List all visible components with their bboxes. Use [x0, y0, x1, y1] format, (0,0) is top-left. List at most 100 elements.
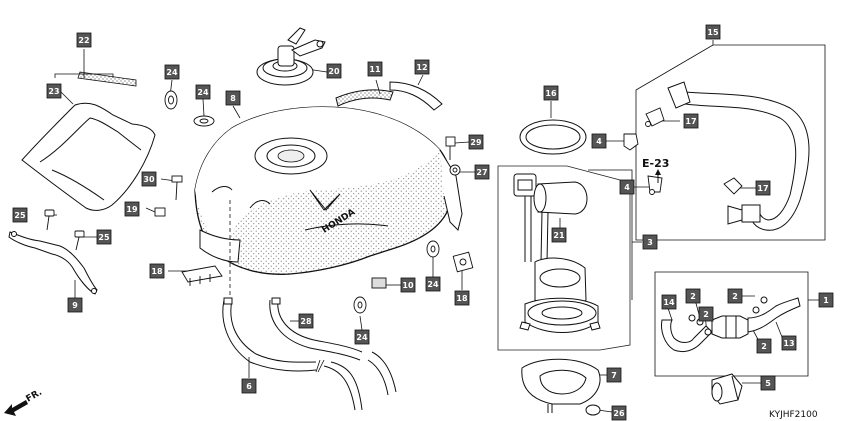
- part-callout-21: 21: [551, 227, 567, 243]
- part-callout-label: 24: [197, 88, 209, 97]
- emblem-strip: [77, 71, 137, 87]
- setting-plate: [521, 358, 601, 416]
- part-callout-label: 17: [757, 184, 768, 193]
- gasket-ring: [519, 119, 587, 155]
- part-callout-18b: 18: [454, 290, 470, 306]
- part-callout-26: 26: [611, 405, 627, 421]
- part-callout-label: 12: [416, 63, 427, 72]
- part-callout-label: 28: [300, 317, 312, 326]
- part-callout-24d: 24: [354, 329, 370, 345]
- part-callout-label: 29: [470, 138, 482, 147]
- fuel-filter-hose-set: [661, 296, 801, 353]
- drain-tubes: [222, 297, 397, 411]
- part-callout-label: 14: [663, 298, 675, 307]
- part-callout-label: 10: [402, 281, 414, 290]
- part-callout-25a: 25: [12, 207, 28, 223]
- part-callout-12: 12: [414, 59, 430, 75]
- part-callout-17b: 17: [755, 180, 771, 196]
- part-callout-label: 4: [624, 183, 630, 192]
- part-callout-label: 2: [690, 292, 696, 301]
- part-callout-label: 26: [613, 409, 625, 418]
- part-callout-24c: 24: [425, 276, 441, 292]
- joint-connector: [711, 373, 743, 405]
- part-callout-label: 9: [72, 301, 78, 310]
- part-callout-6: 6: [241, 378, 257, 394]
- part-callout-2a: 2: [685, 288, 701, 304]
- part-callout-27: 27: [474, 164, 490, 180]
- bolt-25-pair: [44, 209, 85, 251]
- part-callout-label: 25: [14, 211, 26, 220]
- part-callout-label: 1: [823, 296, 829, 305]
- part-callout-25b: 25: [96, 229, 112, 245]
- part-callout-24a: 24: [164, 64, 180, 80]
- part-callout-label: 30: [143, 175, 155, 184]
- part-callout-label: 5: [765, 379, 771, 388]
- part-callout-18a: 18: [149, 263, 165, 279]
- part-callout-9: 9: [67, 297, 83, 313]
- part-callout-label: 25: [98, 233, 110, 242]
- part-callout-label: 17: [685, 117, 696, 126]
- part-callout-10: 10: [400, 277, 416, 293]
- part-callout-23: 23: [46, 83, 62, 99]
- diagram-code: KYJHF2100: [769, 410, 818, 420]
- part-callout-8: 8: [225, 90, 241, 106]
- part-callout-label: 21: [553, 231, 565, 240]
- part-callout-2c: 2: [698, 306, 714, 322]
- part-callout-label: 2: [703, 310, 709, 319]
- part-callout-19: 19: [124, 201, 140, 217]
- part-callout-13: 13: [781, 335, 797, 351]
- part-callout-label: 2: [761, 342, 767, 351]
- hose-clips: [623, 107, 743, 195]
- part-callout-4b: 4: [619, 179, 635, 195]
- fuel-pump-assembly: [513, 173, 601, 333]
- part-callout-20: 20: [326, 63, 342, 79]
- part-callout-14: 14: [661, 294, 677, 310]
- part-callout-30: 30: [141, 171, 157, 187]
- part-callout-2b: 2: [727, 288, 743, 304]
- part-callout-2d: 2: [756, 338, 772, 354]
- part-callout-label: 24: [166, 68, 178, 77]
- part-callout-label: 27: [476, 168, 487, 177]
- part-callout-label: 8: [230, 94, 236, 103]
- part-callout-label: 2: [732, 292, 738, 301]
- part-callout-5: 5: [760, 375, 776, 391]
- fuel-cap-assembly: [256, 27, 326, 86]
- part-callout-label: 22: [78, 36, 89, 45]
- part-callout-label: 16: [545, 89, 557, 98]
- fuel-tank: HONDA: [194, 106, 463, 295]
- part-callout-17a: 17: [683, 113, 699, 129]
- part-callout-label: 20: [328, 67, 340, 76]
- part-callout-label: 18: [151, 267, 163, 276]
- part-callout-29: 29: [468, 134, 484, 150]
- part-callout-label: 18: [456, 294, 468, 303]
- part-callout-label: 24: [427, 280, 439, 289]
- part-callout-11: 11: [367, 61, 383, 77]
- section-reference: E-23: [642, 157, 669, 183]
- front-direction-indicator: FR.: [4, 388, 44, 416]
- part-callout-16: 16: [543, 85, 559, 101]
- part-callout-label: 11: [369, 65, 381, 74]
- part-callout-label: 19: [126, 205, 138, 214]
- section-reference-label: E-23: [642, 157, 669, 170]
- front-arrow-label: FR.: [25, 388, 44, 405]
- part-callout-label: 23: [48, 87, 59, 96]
- part-callout-label: 3: [647, 238, 653, 247]
- part-callout-label: 7: [611, 371, 617, 380]
- part-callout-24b: 24: [195, 84, 211, 100]
- fuel-pump-housing-outline: [497, 165, 631, 351]
- part-callout-label: 24: [356, 333, 368, 342]
- fuel-hose-long: [667, 81, 810, 231]
- part-callout-4a: 4: [591, 133, 607, 149]
- part-callout-label: 6: [246, 382, 252, 391]
- part-callout-label: 15: [707, 28, 719, 37]
- part-callout-28: 28: [298, 313, 314, 329]
- part-callout-15: 15: [705, 24, 721, 40]
- part-callout-22: 22: [76, 32, 92, 48]
- part-callout-label: 4: [596, 137, 602, 146]
- tank-hardware: [154, 90, 474, 314]
- bracket-stay: [8, 231, 98, 295]
- part-callout-label: 13: [783, 339, 794, 348]
- leader-lines: [45, 40, 826, 413]
- tank-trim-rubbers: [335, 81, 443, 111]
